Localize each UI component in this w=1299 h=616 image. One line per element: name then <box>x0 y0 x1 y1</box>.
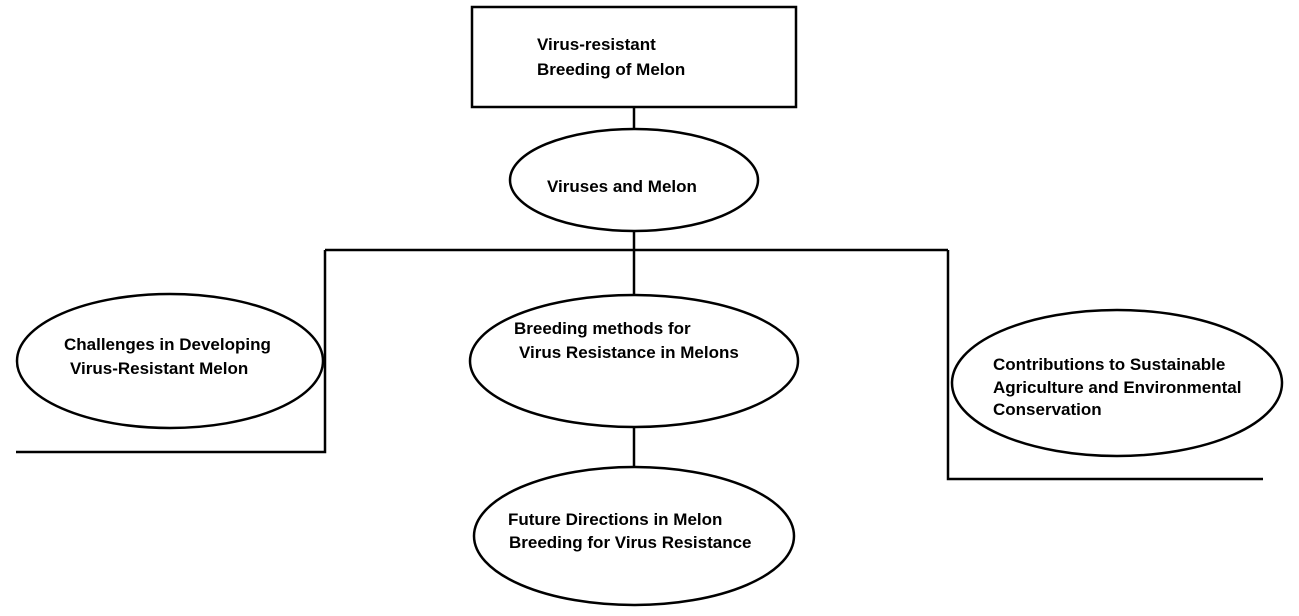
challenges-label-line-1: Challenges in Developing <box>64 335 271 354</box>
future-ellipse <box>472 465 796 607</box>
challenges-label-line-2: Virus-Resistant Melon <box>70 359 248 378</box>
breeding-label-line-2: Virus Resistance in Melons <box>519 343 739 362</box>
breeding-node: Breeding methods for Virus Resistance in… <box>468 293 800 429</box>
root-box <box>470 5 798 109</box>
breeding-ellipse <box>468 293 800 429</box>
breeding-label-line-1: Breeding methods for <box>514 319 691 338</box>
future-node: Future Directions in Melon Breeding for … <box>472 465 796 607</box>
connectors <box>16 107 1263 481</box>
contributions-label-line-3: Conservation <box>993 400 1102 419</box>
future-label-line-1: Future Directions in Melon <box>508 510 722 529</box>
viruses-node: Viruses and Melon <box>508 127 760 233</box>
contributions-node: Contributions to Sustainable Agriculture… <box>950 308 1284 458</box>
root-label-line-2: Breeding of Melon <box>537 60 685 79</box>
root-node: Virus-resistant Breeding of Melon <box>470 5 798 109</box>
viruses-ellipse <box>508 127 760 233</box>
contributions-ellipse <box>950 308 1284 458</box>
root-label-line-1: Virus-resistant <box>537 35 656 54</box>
contributions-label-line-1: Contributions to Sustainable <box>993 355 1225 374</box>
connector-branch-to-challenges <box>16 250 327 454</box>
connector-branch-to-contributions <box>946 250 1263 481</box>
future-label-line-2: Breeding for Virus Resistance <box>509 533 752 552</box>
viruses-label: Viruses and Melon <box>547 177 697 196</box>
contributions-label-line-2: Agriculture and Environmental <box>993 378 1241 397</box>
challenges-node: Challenges in Developing Virus-Resistant… <box>15 292 325 430</box>
challenges-ellipse <box>15 292 325 430</box>
